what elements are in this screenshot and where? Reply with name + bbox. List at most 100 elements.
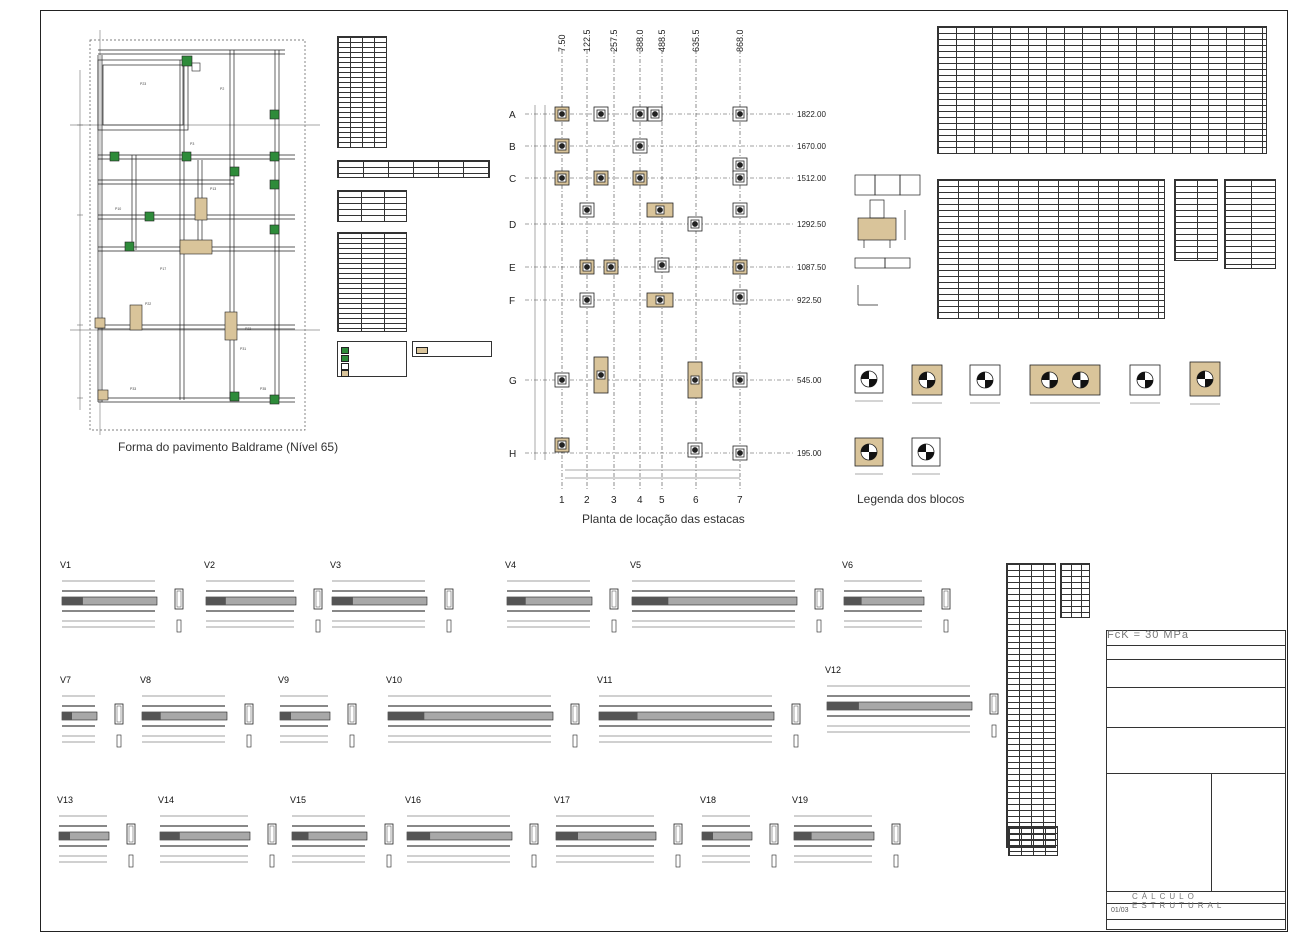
svg-text:P23: P23 — [140, 82, 146, 86]
pile-center — [692, 221, 698, 227]
pile-quadrant — [1080, 380, 1089, 388]
grid-row-label: E — [509, 263, 516, 274]
block-type-table-2 — [1224, 179, 1276, 269]
beam-elevation-drawing — [61, 580, 184, 633]
beam-label: V7 — [60, 675, 72, 685]
svg-text:P33: P33 — [130, 387, 136, 391]
svg-text:P35: P35 — [260, 387, 266, 391]
beam-label: V19 — [792, 795, 809, 805]
beam-label: V17 — [554, 795, 571, 805]
pile-quadrant — [977, 372, 985, 380]
beam-label: V16 — [405, 795, 422, 805]
beam-elevation-drawing — [843, 580, 951, 633]
pillar-table — [337, 36, 387, 148]
legend-blocks-small — [412, 341, 492, 357]
beam-elevation-drawing — [506, 580, 619, 633]
grid-column-label: 488.50 — [657, 30, 667, 52]
pile-center — [737, 175, 743, 181]
pile-quadrant — [926, 452, 934, 460]
pile-center — [737, 162, 743, 168]
beam-elevation-drawing — [701, 815, 779, 868]
pile-quadrant — [1145, 380, 1153, 388]
grid-column-number: 7 — [737, 495, 743, 506]
forma-plan-title: Forma do pavimento Baldrame (Nível 65) — [118, 440, 339, 454]
pile-quadrant — [861, 371, 869, 379]
pile-quadrant — [1072, 372, 1081, 380]
pile-center — [737, 207, 743, 213]
pile-center — [737, 294, 743, 300]
title-block-header: CÁLCULO ESTRUTURAL — [1132, 892, 1226, 910]
pile-center — [737, 450, 743, 456]
cargas-table — [337, 160, 490, 178]
pile-quadrant — [1041, 372, 1050, 380]
grid-row-value: 922.50 — [797, 296, 822, 305]
rebar-weight-table — [1008, 826, 1058, 856]
pile-quadrant — [1197, 371, 1205, 379]
beam-label: V1 — [60, 560, 72, 570]
legenda-blocos-title: Legenda dos blocos — [857, 492, 965, 506]
pile-quadrant — [985, 380, 993, 388]
pile-center — [598, 372, 604, 378]
rebar-summary-tall-table — [1006, 563, 1056, 848]
svg-text:P13: P13 — [210, 187, 216, 191]
pile-center — [659, 262, 665, 268]
pile-center — [637, 143, 643, 149]
pile-quadrant — [919, 372, 927, 380]
concrete-strength: FcK = 30 MPa — [1107, 629, 1190, 641]
svg-text:P3: P3 — [190, 142, 194, 146]
pile-quadrant — [1049, 380, 1058, 388]
pile-quadrant — [1205, 379, 1213, 387]
grid-row-label: C — [509, 174, 516, 185]
beam-elevation-drawing — [826, 685, 999, 738]
beam-elevation-drawing — [631, 580, 824, 633]
pile-center — [737, 377, 743, 383]
grid-column-number: 6 — [693, 495, 699, 506]
pile-center — [559, 442, 565, 448]
grid-row-value: 1670.00 — [797, 142, 826, 151]
grid-row-label: A — [509, 110, 516, 121]
beam-label: V8 — [140, 675, 152, 685]
pile-center — [608, 264, 614, 270]
pile-center — [584, 264, 590, 270]
beam-label: V18 — [700, 795, 717, 805]
legend-pillars — [337, 341, 407, 377]
beam-elevation-drawing — [61, 695, 124, 748]
grid-row-value: 195.00 — [797, 449, 822, 458]
grid-row-value: 1822.00 — [797, 110, 826, 119]
pile-coords-table — [937, 179, 1165, 319]
beam-label: V12 — [825, 665, 842, 675]
sheet-code: 01/03 — [1111, 907, 1129, 914]
pile-quadrant — [869, 379, 877, 387]
pile-center — [657, 297, 663, 303]
beam-elevation-drawing — [387, 695, 580, 748]
pile-center — [584, 207, 590, 213]
beam-elevation-drawing — [331, 580, 454, 633]
pile-center — [737, 111, 743, 117]
pile-center — [559, 143, 565, 149]
beam-label: V14 — [158, 795, 175, 805]
grid-row-value: 1087.50 — [797, 263, 826, 272]
pile-loads-table — [937, 26, 1267, 154]
grid-column-label: 122.50 — [582, 30, 592, 52]
grid-row-label: G — [509, 376, 517, 387]
beam-elevation-drawing — [598, 695, 801, 748]
pile-center — [637, 111, 643, 117]
beam-label: V9 — [278, 675, 290, 685]
pile-center — [559, 377, 565, 383]
pile-quadrant — [918, 444, 926, 452]
pile-quadrant — [869, 452, 877, 460]
beam-elevation-drawing — [406, 815, 539, 868]
beam-elevation-drawing — [793, 815, 901, 868]
pile-center — [737, 264, 743, 270]
block-type-table-1 — [1174, 179, 1218, 261]
pile-center — [652, 111, 658, 117]
beam-elevation-drawing — [159, 815, 277, 868]
pile-center — [692, 377, 698, 383]
grid-row-label: B — [509, 142, 516, 153]
beam-label: V10 — [386, 675, 403, 685]
svg-text:P2: P2 — [220, 87, 224, 91]
beam-label: V3 — [330, 560, 342, 570]
grid-column-number: 3 — [611, 495, 617, 506]
beam-label: V6 — [842, 560, 854, 570]
